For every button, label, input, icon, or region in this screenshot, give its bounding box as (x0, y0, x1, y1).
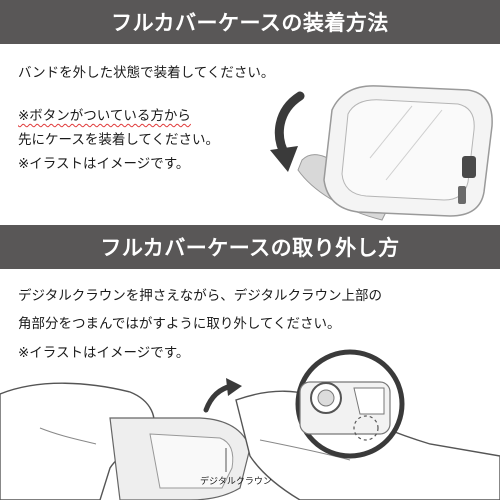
section-1-note-button-side: ※ボタンがついている方から (18, 108, 191, 124)
section-1-note-illustration: ※イラストはイメージです。 (18, 156, 190, 172)
section-2-title: フルカバーケースの取り外し方 (100, 236, 400, 260)
pull-arrow-head-icon (226, 378, 242, 396)
section-2-instruction-2: 角部分をつまんではがすように取り外してください。 (18, 316, 341, 332)
section-1-note-attach-first: 先にケースを装着してください。 (18, 132, 220, 148)
section-2-instruction-1: デジタルクラウンを押さえながら、デジタルクラウン上部の (18, 288, 382, 304)
section-1-banner: フルカバーケースの装着方法 (0, 0, 500, 44)
section-2-note-illustration: ※イラストはイメージです。 (18, 345, 190, 361)
section-1-title: フルカバーケースの装着方法 (111, 11, 389, 35)
rotation-arrow-head-icon (270, 146, 298, 172)
digital-crown-label: デジタルクラウン (200, 477, 272, 487)
case-removal-illustration (0, 349, 500, 500)
section-2-banner: フルカバーケースの取り外し方 (0, 225, 500, 269)
watch-case-attach-illustration (270, 85, 493, 221)
digital-crown-icon (462, 156, 476, 178)
section-1-instruction: バンドを外した状態で装着してください。 (18, 65, 275, 81)
